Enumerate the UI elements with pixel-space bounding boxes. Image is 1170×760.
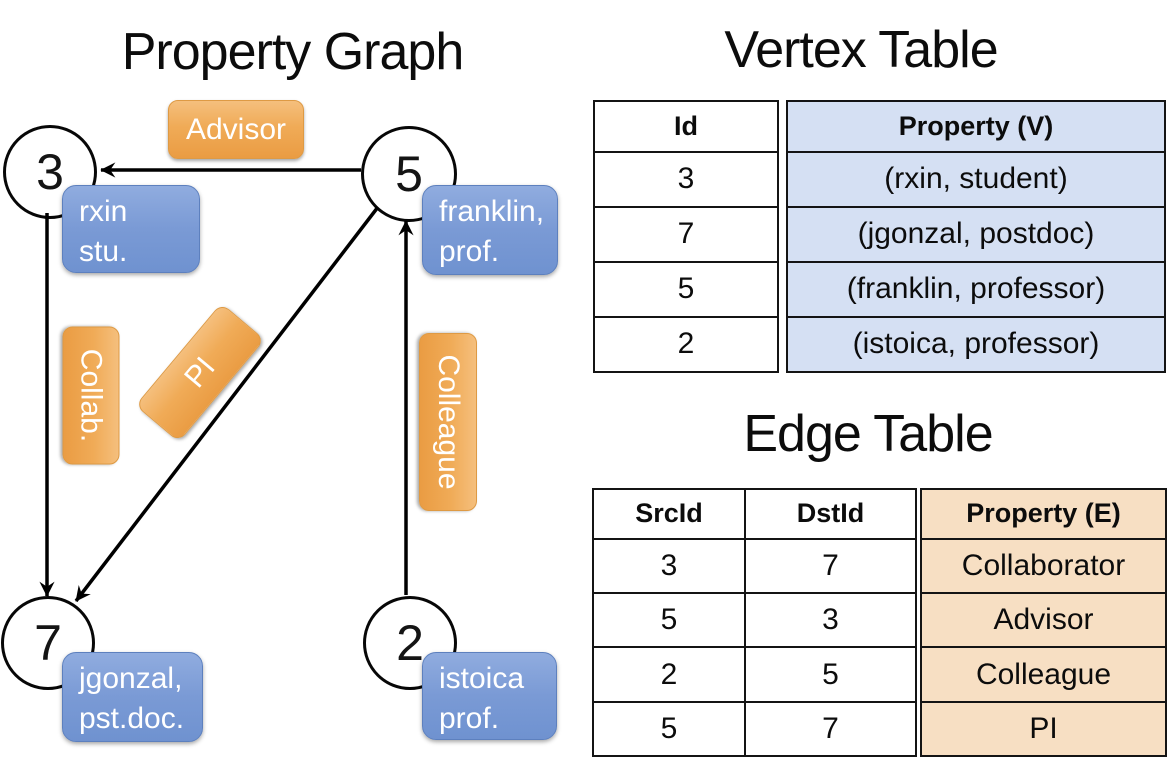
vertex-id-cell: 3 [593,150,779,208]
vertex-box-rxin-line2: stu. [79,235,128,268]
edge-property-cell: Colleague [920,646,1167,703]
edge-table-id-columns: SrcId DstId 3 7 5 3 2 5 5 7 [592,488,917,758]
graph-node-2: 2 [363,596,457,690]
vertex-id-cell: 2 [593,315,779,374]
edge-dst-cell: 7 [744,537,917,595]
edge-dst-cell: 7 [744,700,917,758]
node-2-id: 2 [396,615,424,671]
vertex-box-rxin-line1: rxin [79,195,128,228]
edge-src-cell: 3 [592,537,746,595]
edge-src-cell: 5 [592,592,746,649]
edge-label-pi-text: PI [177,350,222,394]
edge-property-cell: PI [920,700,1167,758]
vertex-box-istoica-line1: istoica [439,662,525,695]
vertex-property-cell: (franklin, professor) [786,260,1166,318]
edge-label-collab-text: Collab. [75,348,108,443]
vertex-property-cell: (jgonzal, postdoc) [786,205,1166,263]
vertex-id-cell: 5 [593,260,779,318]
vertex-id-header: Id [593,100,779,153]
edge-label-collab: Collab. [62,326,120,465]
vertex-table-property-column: Property (V) (rxin, student) (jgonzal, p… [786,100,1166,374]
vertex-table-title: Vertex Table [724,21,998,79]
vertex-property-cell: (istoica, professor) [786,315,1166,374]
vertex-table-id-column: Id 3 7 5 2 [593,100,779,374]
vertex-box-istoica: istoica prof. [422,652,557,740]
edge-label-advisor-text: Advisor [185,112,287,146]
vertex-property-header: Property (V) [786,100,1166,153]
node-5-id: 5 [395,146,423,202]
edge-srcid-header: SrcId [592,488,746,540]
edge-src-cell: 5 [592,700,746,758]
edge-src-cell: 2 [592,646,746,703]
vertex-box-istoica-line2: prof. [439,702,500,735]
vertex-box-jgonzal-line1: jgonzal, [79,662,183,695]
edge-label-colleague: Colleague [419,333,477,511]
vertex-box-jgonzal: jgonzal, pst.doc. [62,652,203,742]
vertex-box-franklin: franklin, prof. [422,185,558,275]
edge-property-cell: Advisor [920,592,1167,649]
edge-property-cell: Collaborator [920,537,1167,595]
edge-table-title: Edge Table [743,405,993,463]
vertex-box-rxin: rxin stu. [62,185,200,273]
edge-dstid-header: DstId [744,488,917,540]
property-graph-title: Property Graph [121,23,465,81]
edge-table-property-column: Property (E) Collaborator Advisor Collea… [920,488,1167,758]
vertex-box-franklin-line1: franklin, [439,195,545,228]
vertex-box-franklin-line2: prof. [439,235,500,268]
vertex-property-cell: (rxin, student) [786,150,1166,208]
edge-label-colleague-text: Colleague [432,354,465,490]
edge-property-header: Property (E) [920,488,1167,540]
node-3-id: 3 [36,144,64,200]
node-7-id: 7 [34,615,62,671]
vertex-box-jgonzal-line2: pst.doc. [79,702,185,735]
edge-dst-cell: 3 [744,592,917,649]
vertex-id-cell: 7 [593,205,779,263]
graph-edges [39,162,414,603]
edge-5-to-7 [74,205,380,603]
edge-dst-cell: 5 [744,646,917,703]
edge-label-advisor: Advisor [168,100,304,159]
